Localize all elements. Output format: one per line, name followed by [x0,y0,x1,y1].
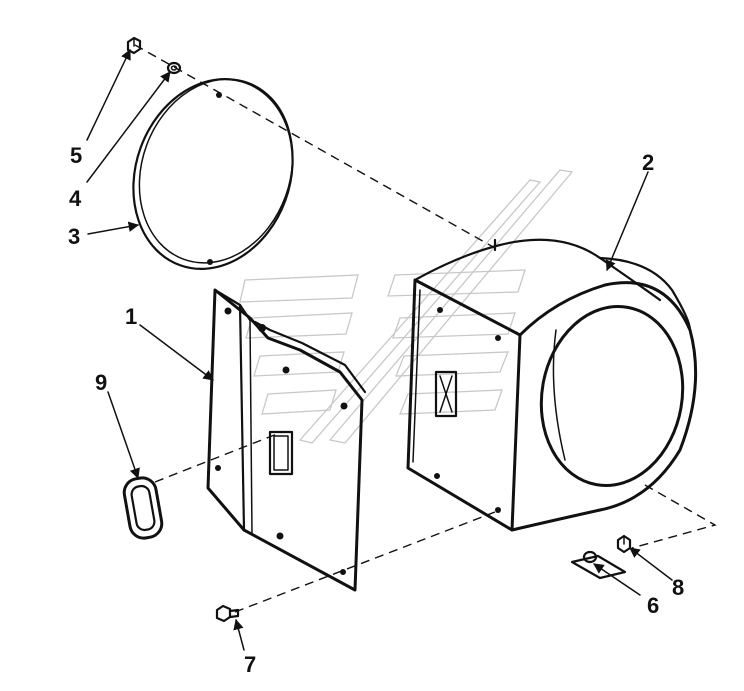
part-6-plate [570,550,627,580]
leader-9 [107,391,140,479]
callout-2: 2 [642,150,654,175]
part-4-washer [166,61,182,75]
leader-3 [87,221,140,235]
callout-5: 5 [70,143,82,168]
part-1-bracket-plate [206,288,367,592]
callout-3: 3 [68,224,80,249]
part-8-nut [616,534,632,554]
callout-8: 8 [672,575,684,600]
assembly-lines [134,44,717,613]
callout-1: 1 [125,304,137,329]
leader-6 [593,563,641,596]
callout-6: 6 [647,593,659,618]
leader-lines [86,49,673,651]
part-7-screw [215,604,240,623]
callout-7: 7 [244,652,256,677]
leader-4 [86,71,171,183]
part-2-blower-housing [406,238,698,532]
watermark-logo [239,169,574,444]
part-9-grommet [122,476,164,540]
part-3-gasket-ring [132,78,294,270]
leader-7 [233,618,245,651]
leader-2 [605,171,649,271]
leader-1 [139,324,214,381]
leader-5 [86,49,131,141]
callouts: 5 4 3 1 9 2 7 6 8 [68,143,684,677]
callout-9: 9 [95,370,107,395]
leader-8 [629,547,673,581]
callout-4: 4 [69,186,82,211]
